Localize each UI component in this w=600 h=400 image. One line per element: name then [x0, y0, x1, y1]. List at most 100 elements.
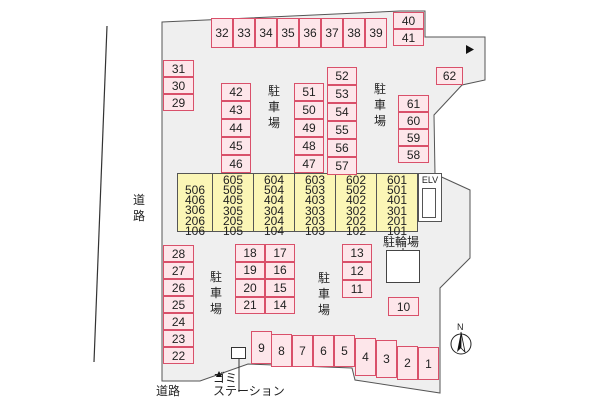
unit-402: 402 [345, 193, 367, 208]
parking-label-upper-left: 駐車場 [267, 84, 280, 130]
parking-slot-33: 33 [233, 18, 255, 48]
unit-501: 501 [386, 183, 408, 198]
parking-slot-45: 45 [221, 137, 251, 155]
parking-slot-46: 46 [221, 155, 251, 173]
parking-slot-17: 17 [265, 244, 295, 262]
elevator-shaft [422, 188, 436, 218]
parking-slot-24: 24 [163, 313, 194, 330]
unit-106: 106 [184, 223, 206, 238]
parking-slot-40: 40 [393, 12, 424, 29]
parking-slot-11: 11 [342, 280, 372, 298]
parking-label-lower-right: 駐車場 [317, 271, 330, 317]
unit-305: 305 [222, 203, 244, 218]
unit-303: 303 [304, 203, 326, 218]
parking-slot-41: 41 [393, 29, 424, 46]
parking-slot-39: 39 [365, 18, 387, 48]
road-label-char-2: 路 [132, 209, 145, 223]
parking-slot-18: 18 [235, 244, 265, 262]
unit-404: 404 [263, 193, 285, 208]
unit-202: 202 [345, 213, 367, 228]
parking-slot-36: 36 [299, 18, 321, 48]
parking-slot-10: 10 [388, 297, 419, 316]
unit-403: 403 [304, 193, 326, 208]
road-label-bottom: 道路 [156, 384, 181, 398]
garbage-station-label: ゴミ ステーション [213, 372, 285, 398]
parking-slot-27: 27 [163, 262, 194, 279]
unit-504: 504 [263, 183, 285, 198]
parking-slot-37: 37 [321, 18, 343, 48]
unit-201: 201 [386, 213, 408, 228]
parking-label-lower-left: 駐車場 [209, 270, 222, 316]
parking-slot-60: 60 [398, 112, 429, 129]
parking-slot-43: 43 [221, 101, 251, 119]
parking-slot-30: 30 [163, 77, 194, 94]
unit-105: 105 [222, 224, 244, 239]
unit-406: 406 [184, 193, 206, 208]
parking-slot-54: 54 [327, 103, 357, 121]
unit-104: 104 [263, 224, 285, 239]
parking-slot-34: 34 [255, 18, 277, 48]
parking-slot-25: 25 [163, 296, 194, 313]
unit-103: 103 [304, 224, 326, 239]
elevator: ELV [418, 173, 442, 222]
unit-101: 101 [386, 224, 408, 239]
garbage-station-pointer-icon [216, 371, 222, 377]
road-line [93, 25, 108, 363]
parking-slot-59: 59 [398, 129, 429, 146]
road-label-char-1: 道 [132, 193, 145, 207]
garbage-station-label-line-2: ステーション [213, 384, 285, 398]
unit-306: 306 [184, 203, 206, 218]
parking-slot-44: 44 [221, 119, 251, 137]
unit-304: 304 [263, 203, 285, 218]
parking-slot-23: 23 [163, 330, 194, 347]
parking-slot-51: 51 [294, 83, 324, 101]
bicycle-parking-label: 駐輪場 [383, 235, 420, 249]
unit-605: 605 [222, 173, 244, 187]
parking-slot-55: 55 [327, 121, 357, 139]
parking-slot-7: 7 [292, 335, 313, 367]
unit-205: 205 [222, 213, 244, 228]
parking-slot-20: 20 [235, 279, 265, 297]
unit-502: 502 [345, 183, 367, 198]
parking-slot-13: 13 [342, 244, 372, 262]
parking-slot-50: 50 [294, 101, 324, 119]
parking-slot-56: 56 [327, 139, 357, 157]
garbage-station-box [231, 347, 246, 359]
unit-401: 401 [386, 193, 408, 208]
parking-slot-62: 62 [436, 67, 463, 85]
parking-slot-9: 9 [251, 331, 272, 364]
parking-slot-5: 5 [334, 335, 355, 367]
unit-603: 603 [304, 173, 326, 187]
unit-102: 102 [345, 224, 367, 239]
parking-slot-49: 49 [294, 119, 324, 137]
parking-slot-8: 8 [271, 334, 292, 367]
unit-301: 301 [386, 203, 408, 218]
parking-slot-26: 26 [163, 279, 194, 296]
parking-slot-6: 6 [313, 335, 334, 367]
entrance-arrow-icon [466, 45, 474, 54]
unit-503: 503 [304, 183, 326, 198]
parking-slot-38: 38 [343, 18, 365, 48]
unit-505: 505 [222, 183, 244, 198]
parking-slot-21: 21 [235, 296, 265, 314]
parking-slot-14: 14 [265, 296, 295, 314]
unit-203: 203 [304, 213, 326, 228]
parking-slot-15: 15 [265, 279, 295, 297]
parking-slot-19: 19 [235, 261, 265, 279]
parking-slot-1: 1 [418, 347, 439, 380]
road-label-vertical: 道路 [131, 192, 147, 224]
bicycle-parking-area [386, 250, 420, 283]
parking-slot-31: 31 [163, 60, 194, 77]
parking-slot-12: 12 [342, 262, 372, 280]
north-arrow-icon [450, 331, 472, 355]
parking-slot-3: 3 [376, 340, 397, 378]
parking-slot-35: 35 [277, 18, 299, 48]
parking-slot-53: 53 [327, 85, 357, 103]
unit-206: 206 [184, 213, 206, 228]
